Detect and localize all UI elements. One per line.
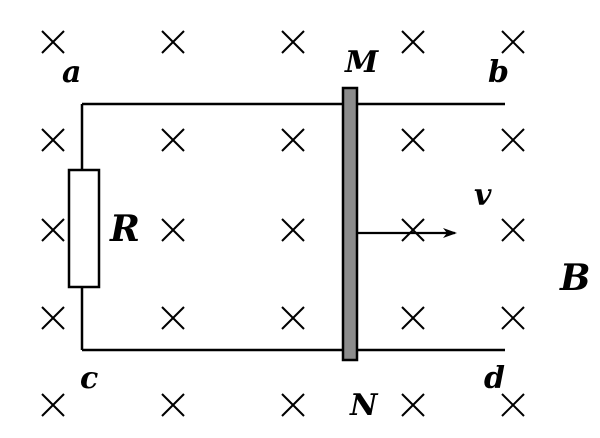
field-cross-mark (501, 128, 525, 152)
field-cross-mark (281, 30, 305, 54)
label-b-field: B (559, 257, 590, 299)
resistor (67, 168, 101, 289)
field-cross-mark (41, 306, 65, 330)
label-c: c (80, 361, 98, 396)
field-cross-mark (401, 306, 425, 330)
field-cross-mark (161, 218, 185, 242)
field-cross-mark (501, 306, 525, 330)
label-n: N (349, 388, 379, 423)
field-cross-mark (281, 306, 305, 330)
label-v: v (474, 178, 492, 213)
field-cross-mark (401, 128, 425, 152)
field-cross-mark (161, 306, 185, 330)
field-cross-mark (501, 218, 525, 242)
field-cross-mark (401, 218, 425, 242)
label-m: M (344, 45, 379, 80)
rod-mn (341, 86, 359, 362)
label-r: R (109, 208, 140, 250)
field-cross-mark (501, 30, 525, 54)
label-b: b (488, 55, 509, 90)
field-cross-mark (41, 30, 65, 54)
field-cross-mark (401, 30, 425, 54)
field-cross-mark (41, 393, 65, 417)
field-cross-mark (501, 393, 525, 417)
field-cross-mark (281, 128, 305, 152)
label-d: d (484, 361, 505, 396)
field-cross-mark (161, 30, 185, 54)
field-cross-mark (41, 128, 65, 152)
magnetic-field-grid (41, 30, 525, 417)
label-a: a (62, 55, 81, 90)
field-cross-mark (161, 128, 185, 152)
field-cross-mark (41, 218, 65, 242)
field-cross-mark (161, 393, 185, 417)
field-cross-mark (401, 393, 425, 417)
field-cross-mark (281, 218, 305, 242)
field-cross-mark (281, 393, 305, 417)
